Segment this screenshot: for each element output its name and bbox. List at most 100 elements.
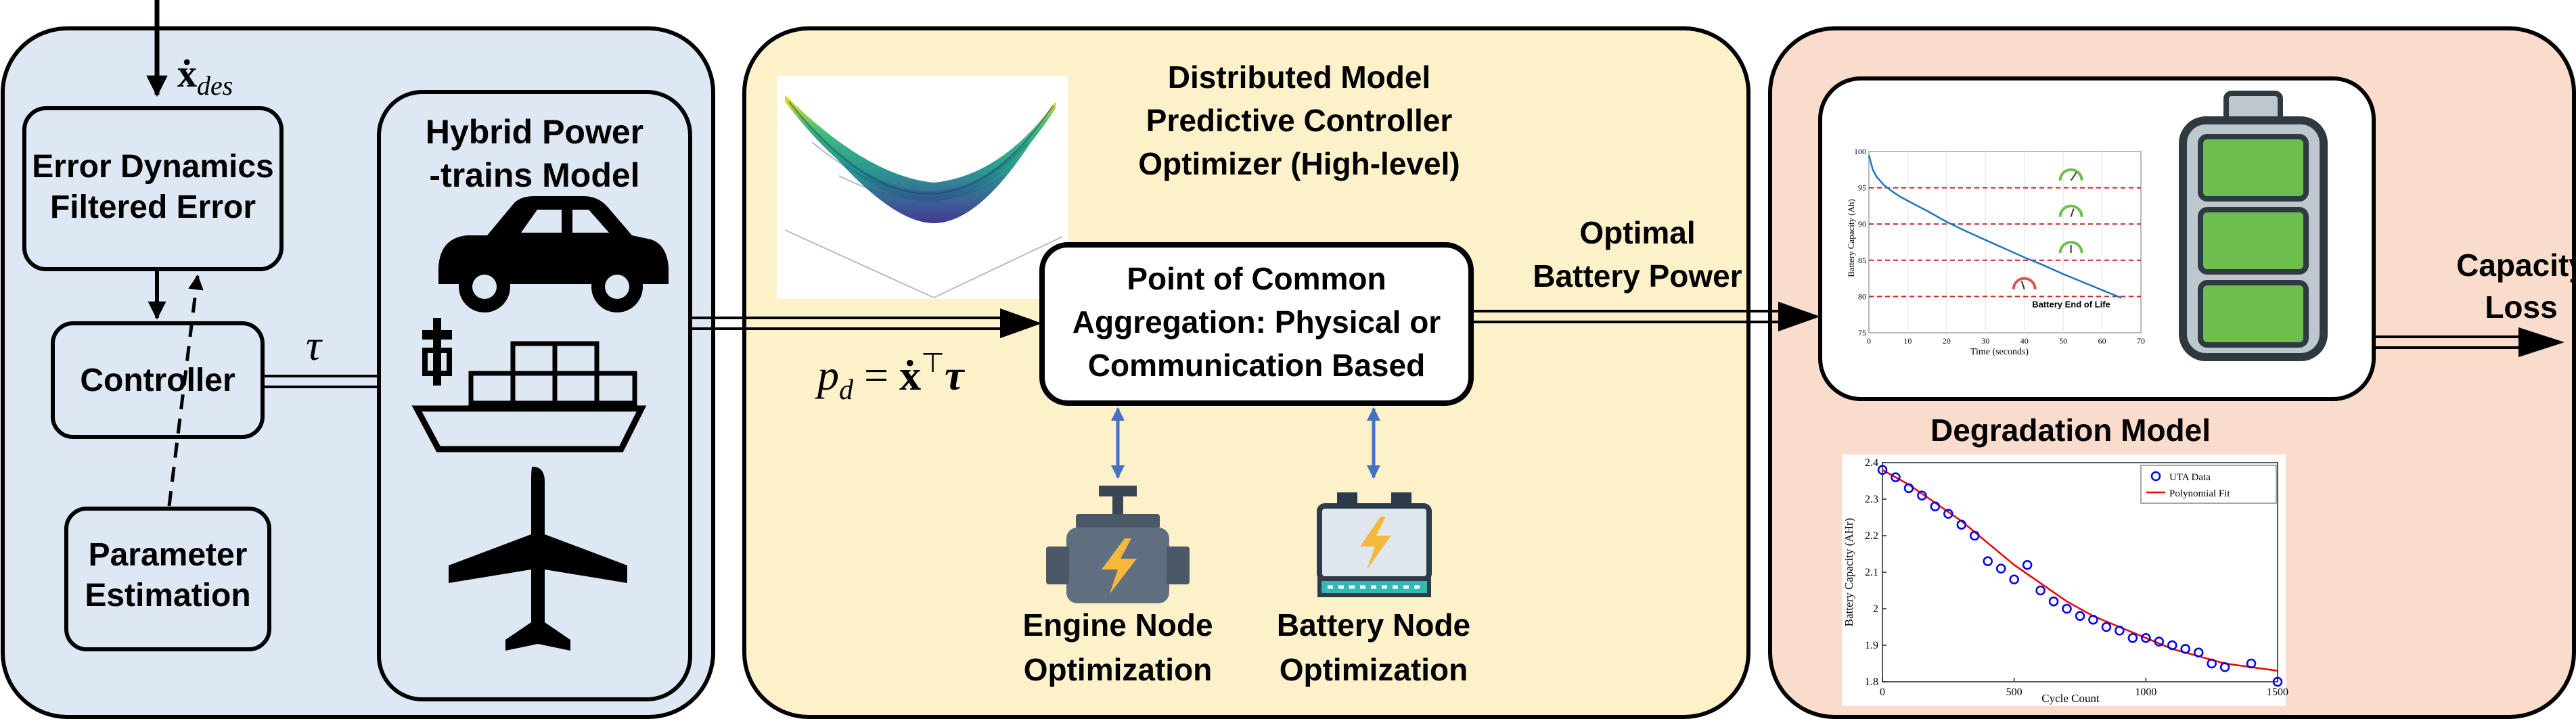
- plane-icon: [449, 467, 627, 651]
- ship-icon: [411, 318, 647, 452]
- top-chart-ytick: 80: [1858, 292, 1866, 301]
- pcc-line1: Point of Common: [1127, 261, 1386, 296]
- uta-data-point: [2193, 647, 2204, 658]
- controller-label: Controller: [80, 363, 235, 398]
- estimation-dashed-arrow: [167, 274, 204, 507]
- uta-data-point: [1956, 519, 1967, 530]
- uta-data-point: [1903, 483, 1914, 494]
- uta-data-point: [1943, 509, 1953, 519]
- uta-data-point: [1970, 530, 1980, 541]
- battery-power-arrowhead: [1778, 302, 1820, 331]
- controller-box[interactable]: [51, 321, 265, 439]
- gauge-needle: [2070, 172, 2077, 181]
- input-label: ẋdes: [177, 51, 233, 101]
- capacity-loss-line1: Capacity: [2456, 248, 2576, 283]
- optimal-label-line1: Optimal: [1579, 215, 1695, 250]
- error-box-line2: Filtered Error: [50, 189, 256, 225]
- uta-data-point: [2048, 596, 2059, 607]
- dmpc-title-line2: Predictive Controller: [1146, 103, 1453, 138]
- uta-data-point: [1930, 501, 1941, 512]
- bottom-chart-ytick: 1.8: [1865, 676, 1878, 688]
- bottom-chart-xtick: 1000: [2135, 687, 2156, 698]
- uta-data-point: [2062, 603, 2072, 614]
- gauge-marker: [2012, 277, 2037, 289]
- uta-data-point: [2035, 585, 2046, 596]
- bottom-chart-ytick: 2: [1873, 603, 1878, 615]
- gauge-needle: [2070, 208, 2075, 217]
- optimal-label-line2: Battery Power: [1533, 258, 1742, 294]
- engine-icon: [1046, 486, 1190, 603]
- uta-data-point: [1917, 490, 1927, 501]
- bottom-chart-ytick: 1.9: [1865, 640, 1878, 651]
- dmpc-title-line3: Optimizer (High-level): [1138, 146, 1460, 181]
- car-icon: [438, 196, 669, 312]
- top-chart-xtick: 20: [1943, 336, 1951, 346]
- uta-data-point: [2009, 574, 2019, 585]
- battery-node-line1: Battery Node: [1277, 607, 1470, 643]
- battery-node-line2: Optimization: [1280, 652, 1468, 687]
- top-chart-ytick: 100: [1854, 147, 1866, 156]
- uta-data-point: [1983, 556, 1993, 567]
- parameter-box-line2: Estimation: [85, 578, 250, 613]
- parameter-estimation-box[interactable]: [64, 507, 271, 651]
- uta-data-point: [1877, 465, 1888, 475]
- pd-equation: pd = ẋ⊤τ: [815, 348, 966, 406]
- uta-data-point: [2115, 626, 2125, 636]
- top-chart-xtick: 60: [2098, 336, 2106, 346]
- bottom-chart-xtick: 0: [1880, 687, 1885, 698]
- top-chart-xlabel: Time (seconds): [1970, 347, 2029, 357]
- hybrid-to-pcc-arrowhead: [1000, 308, 1042, 338]
- cost-surface-plot: [777, 76, 1068, 299]
- top-chart-ytick: 85: [1858, 256, 1866, 265]
- parameter-box-line1: Parameter: [89, 537, 248, 573]
- uta-data-point: [2180, 644, 2190, 654]
- top-chart-xtick: 50: [2059, 336, 2067, 346]
- bottom-chart-ytick: 2.2: [1865, 530, 1878, 542]
- pcc-line2: Aggregation: Physical or: [1072, 304, 1441, 340]
- engine-node-line2: Optimization: [1024, 652, 1213, 687]
- degradation-title: Degradation Model: [1930, 413, 2211, 448]
- capacity-loss-line2: Loss: [2485, 289, 2557, 325]
- hybrid-box-line2: -trains Model: [429, 156, 639, 194]
- pcc-box[interactable]: [1039, 242, 1474, 406]
- uta-data-point: [2272, 676, 2283, 687]
- uta-data-point: [2154, 636, 2165, 647]
- top-chart-ytick: 90: [1858, 219, 1866, 229]
- top-chart-ytick: 75: [1858, 328, 1866, 338]
- error-dynamics-box[interactable]: [22, 106, 284, 271]
- gauge-marker: [2058, 168, 2083, 181]
- uta-data-point: [2075, 611, 2085, 622]
- uta-data-point: [1995, 563, 2006, 574]
- bottom-chart-ytick: 2.1: [1865, 567, 1878, 578]
- bottom-chart-xtick: 500: [2006, 687, 2023, 698]
- uta-data-point: [2246, 658, 2257, 669]
- bottom-chart-legend: UTA Data Polynomial Fit: [2140, 465, 2277, 504]
- error-box-line1: Error Dynamics: [32, 149, 274, 185]
- legend-fit: Polynomial Fit: [2169, 488, 2230, 499]
- top-chart-xtick: 40: [2020, 336, 2029, 346]
- uta-data-point: [2219, 662, 2230, 672]
- battery-icon: [2179, 91, 2328, 361]
- uta-data-point: [2141, 632, 2151, 643]
- pcc-line3: Communication Based: [1088, 348, 1425, 383]
- top-chart-xtick: 70: [2137, 336, 2145, 346]
- bottom-chart-ytick: 2.4: [1865, 457, 1878, 469]
- uta-data-point: [2127, 632, 2138, 643]
- top-chart-xtick: 30: [1981, 336, 1989, 346]
- bottom-chart-xtick: 1500: [2267, 687, 2288, 698]
- end-of-life-annotation: Battery End of Life: [2032, 299, 2110, 309]
- legend-uta: UTA Data: [2169, 472, 2211, 483]
- legend-marker-uta: [2150, 471, 2161, 482]
- uta-data-point: [2207, 658, 2217, 669]
- top-chart-xtick: 0: [1867, 336, 1871, 346]
- uta-data-point: [2101, 622, 2112, 632]
- top-chart-xtick: 10: [1903, 336, 1912, 346]
- top-chart-ylabel: Battery Capacity (Ah): [1846, 199, 1856, 277]
- uta-data-point: [2088, 614, 2098, 625]
- uta-data-point: [2167, 640, 2177, 651]
- bottom-chart-ylabel: Battery Capacity (AHr): [1843, 518, 1855, 627]
- capacity-loss-arrowhead: [2518, 327, 2564, 357]
- dmpc-title-line1: Distributed Model: [1168, 60, 1430, 95]
